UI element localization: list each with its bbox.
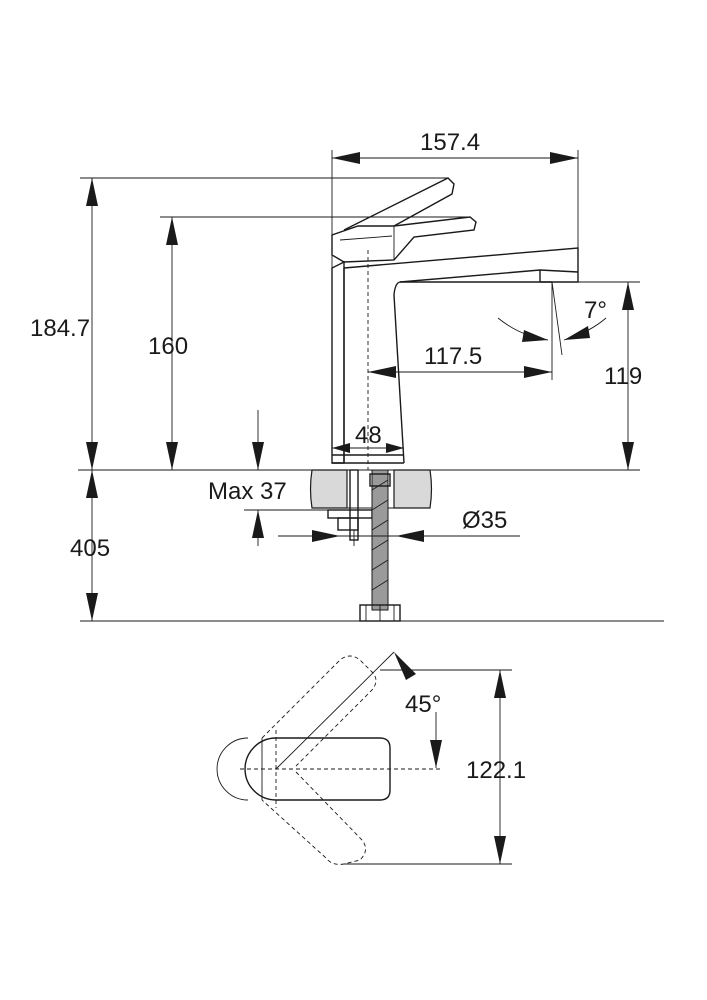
label-spout-reach: 117.5 bbox=[424, 343, 482, 370]
label-hose-length: 405 bbox=[70, 535, 110, 562]
dim-handle-rotation bbox=[394, 652, 442, 768]
dim-total-height bbox=[80, 177, 448, 470]
label-spout-angle: 7° bbox=[584, 297, 607, 324]
dim-spout-height bbox=[160, 216, 470, 470]
dim-top-view-length bbox=[344, 669, 512, 865]
label-handle-rotation: 45° bbox=[405, 691, 441, 718]
label-top-view-length: 122.1 bbox=[466, 757, 526, 784]
label-outlet-height: 119 bbox=[604, 363, 642, 390]
label-hole-diameter: Ø35 bbox=[462, 507, 507, 534]
dim-spout-reach bbox=[368, 282, 553, 380]
label-base-diameter: 48 bbox=[355, 422, 382, 449]
dim-spout-angle bbox=[497, 281, 607, 356]
faucet-side-view bbox=[331, 177, 579, 470]
dim-max-counter bbox=[244, 410, 330, 546]
label-max-counter: Max 37 bbox=[208, 478, 287, 505]
dim-hose-length bbox=[80, 470, 664, 622]
label-spout-height: 160 bbox=[148, 333, 188, 360]
countertop-section bbox=[309, 469, 433, 509]
label-total-height: 184.7 bbox=[30, 315, 90, 342]
dim-base-diameter bbox=[332, 443, 404, 453]
faucet-top-view bbox=[216, 651, 440, 865]
dim-width-total bbox=[331, 150, 579, 268]
dim-hole-diameter bbox=[278, 530, 520, 542]
label-width-total: 157.4 bbox=[420, 129, 480, 156]
dim-outlet-height bbox=[552, 281, 640, 470]
